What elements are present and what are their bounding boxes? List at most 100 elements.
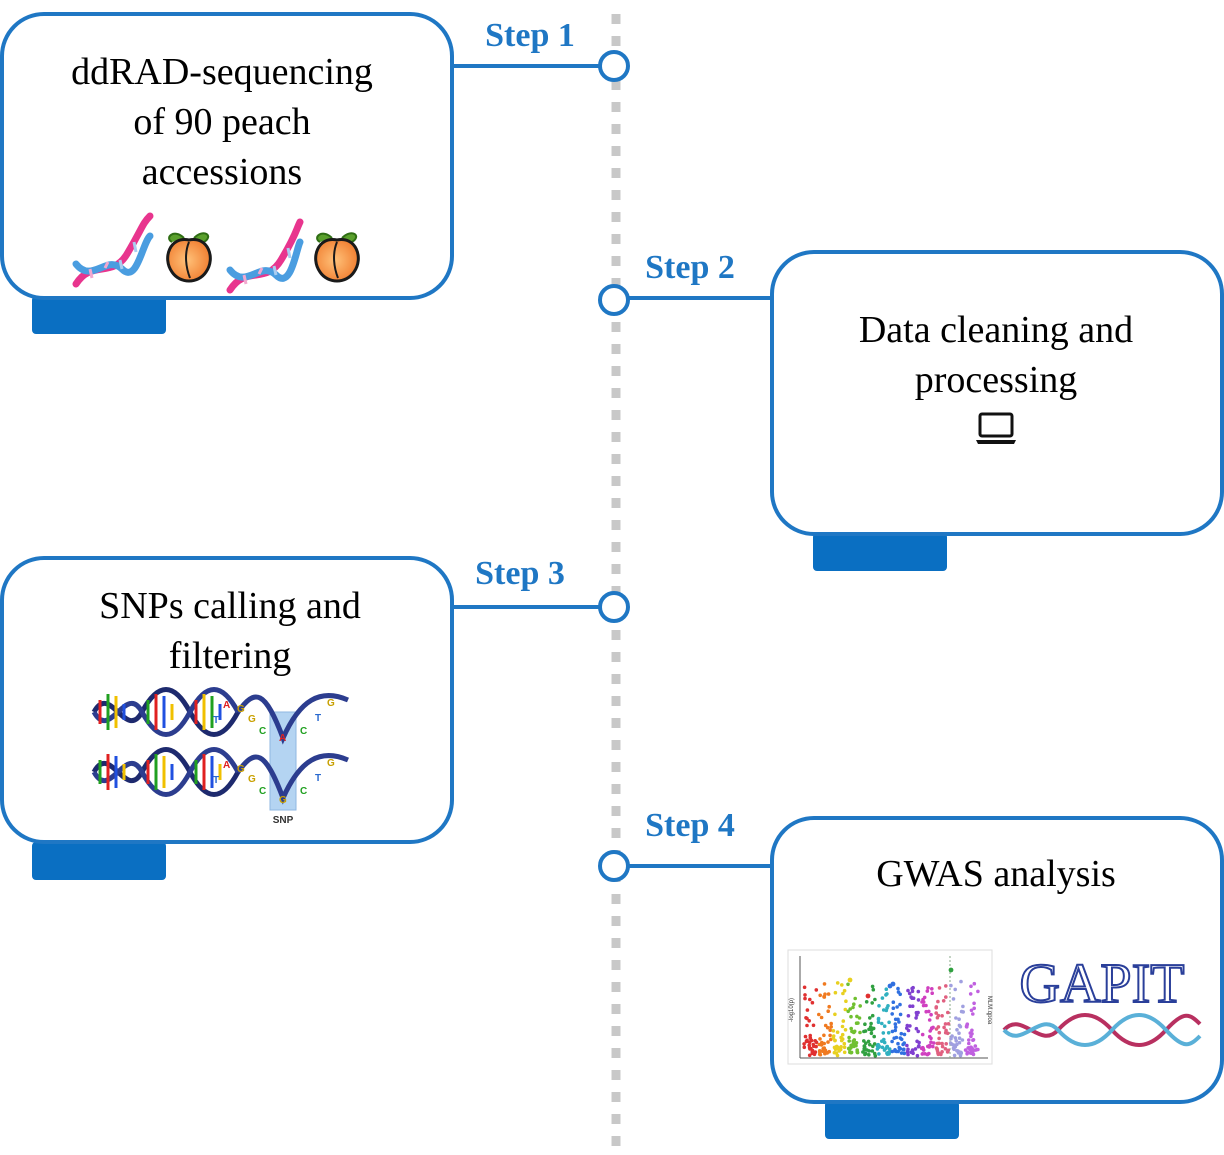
manhattan-point <box>884 987 889 991</box>
manhattan-point <box>969 1045 973 1049</box>
manhattan-point <box>873 997 877 1002</box>
manhattan-point <box>963 1048 968 1052</box>
manhattan-point <box>858 1030 862 1035</box>
manhattan-point <box>944 995 948 999</box>
manhattan-point <box>893 1049 897 1053</box>
step-3-tab <box>32 842 166 880</box>
step-3-text-line: filtering <box>169 635 291 677</box>
manhattan-point <box>822 1033 826 1038</box>
step-1-tab <box>32 296 166 334</box>
manhattan-point <box>871 1044 875 1049</box>
manhattan-point <box>843 1028 848 1032</box>
step-2-node <box>598 284 630 316</box>
manhattan-point <box>913 1047 918 1051</box>
manhattan-point <box>916 998 921 1002</box>
manhattan-point <box>835 1030 840 1034</box>
manhattan-point <box>872 1034 876 1039</box>
manhattan-point <box>959 979 963 984</box>
manhattan-point <box>870 1013 875 1018</box>
manhattan-point <box>805 1008 810 1012</box>
manhattan-point <box>896 1041 900 1046</box>
manhattan-plot: -log10(p) MLM.qpoa <box>787 949 993 1065</box>
manhattan-point <box>852 1002 856 1006</box>
manhattan-point <box>867 1053 871 1057</box>
manhattan-point <box>940 1014 944 1018</box>
manhattan-point <box>916 989 921 994</box>
manhattan-point <box>951 997 956 1001</box>
manhattan-point <box>870 1049 875 1053</box>
manhattan-point <box>910 986 914 991</box>
manhattan-point <box>901 1047 906 1052</box>
gapit-logo: GAPIT <box>1002 952 1202 1047</box>
manhattan-point <box>901 1042 905 1047</box>
manhattan-point <box>953 1036 958 1040</box>
manhattan-point <box>803 993 807 997</box>
manhattan-point <box>876 1016 881 1021</box>
manhattan-point <box>818 1037 822 1041</box>
base-letter: C <box>300 726 307 737</box>
manhattan-point <box>842 1041 847 1046</box>
manhattan-point <box>807 1019 811 1023</box>
manhattan-point <box>872 1051 877 1056</box>
manhattan-point <box>827 1049 831 1054</box>
base-letter: C <box>259 726 266 737</box>
base-letter: A <box>223 760 230 771</box>
manhattan-point <box>969 984 973 989</box>
manhattan-point <box>954 1039 958 1043</box>
base-letter: T <box>315 773 321 784</box>
base-letter: A <box>223 700 230 711</box>
manhattan-point <box>943 1022 948 1026</box>
manhattan-point <box>927 1043 932 1048</box>
manhattan-point <box>948 1041 953 1045</box>
step-4-node <box>598 850 630 882</box>
manhattan-point <box>920 1032 925 1037</box>
manhattan-point <box>857 1016 862 1020</box>
manhattan-point <box>954 1016 958 1020</box>
manhattan-point <box>893 1022 898 1026</box>
manhattan-point <box>884 993 888 997</box>
manhattan-point <box>948 967 954 973</box>
manhattan-point <box>808 1047 812 1051</box>
dna-helix <box>91 747 349 805</box>
manhattan-point <box>899 1051 904 1055</box>
snp-letters-strand-1: T A G G C A C T G <box>213 698 335 744</box>
step-4-text-line: GWAS analysis <box>876 853 1116 895</box>
manhattan-point <box>882 1024 887 1028</box>
manhattan-point <box>820 1040 824 1045</box>
manhattan-point <box>819 1015 824 1020</box>
manhattan-point <box>952 1053 957 1058</box>
snp-caption: SNP <box>273 815 294 826</box>
manhattan-point <box>887 1020 891 1025</box>
manhattan-point <box>829 1021 833 1026</box>
manhattan-point <box>849 1050 854 1055</box>
manhattan-point <box>868 1016 872 1020</box>
base-letter: G <box>237 764 245 775</box>
manhattan-point <box>828 1033 832 1038</box>
manhattan-point <box>812 1052 817 1057</box>
manhattan-point <box>891 1000 896 1004</box>
manhattan-point <box>821 1047 826 1051</box>
manhattan-point <box>928 1029 932 1033</box>
manhattan-point <box>927 1018 932 1022</box>
manhattan-point <box>896 986 900 991</box>
manhattan-point <box>908 1004 912 1008</box>
manhattan-point <box>880 996 885 1000</box>
manhattan-point <box>876 1020 881 1024</box>
manhattan-point <box>898 1002 902 1007</box>
dna-helix <box>91 687 349 745</box>
manhattan-point <box>817 1012 821 1017</box>
manhattan-point <box>936 1051 940 1055</box>
manhattan-point <box>960 1038 965 1042</box>
manhattan-point <box>957 1031 961 1035</box>
manhattan-point <box>899 1031 904 1036</box>
manhattan-point <box>826 992 831 996</box>
manhattan-point <box>858 1004 862 1008</box>
base-letter: G <box>248 774 256 785</box>
manhattan-point <box>929 1040 933 1044</box>
manhattan-point <box>902 1032 907 1037</box>
manhattan-point <box>833 1038 837 1043</box>
manhattan-point <box>814 988 819 992</box>
step-1-text-line: ddRAD-sequencing <box>71 51 373 93</box>
manhattan-point <box>949 983 953 988</box>
manhattan-point <box>826 1040 830 1044</box>
